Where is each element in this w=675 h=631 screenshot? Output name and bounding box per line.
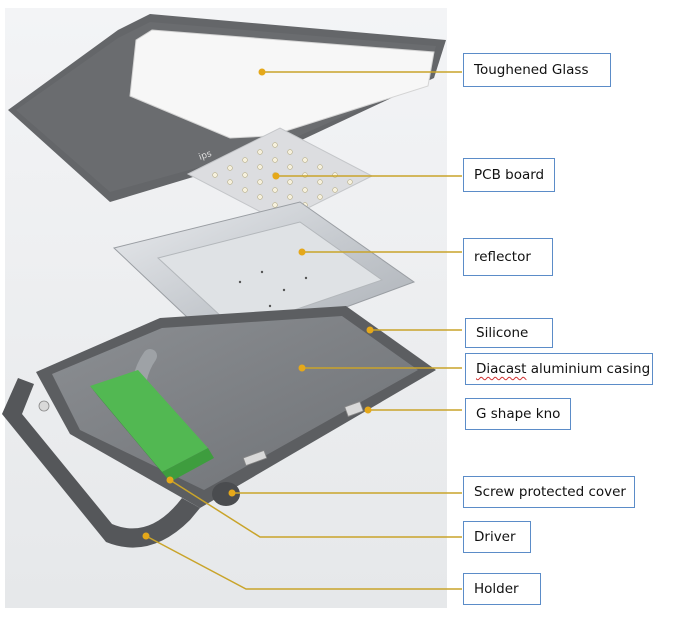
label-g-shape-knob-text: G shape kno xyxy=(476,406,561,422)
label-holder-text: Holder xyxy=(474,581,519,597)
label-silicone-text: Silicone xyxy=(476,325,529,341)
reflector-holes xyxy=(238,270,308,308)
misspelled-word: Diacast xyxy=(476,361,527,377)
label-reflector: reflector xyxy=(463,238,553,276)
label-g-shape-knob: G shape kno xyxy=(465,398,571,430)
label-casing-text: Diacast aluminium casing xyxy=(476,361,651,377)
leader-lines xyxy=(145,71,462,590)
label-pcb-board: PCB board xyxy=(463,158,555,192)
label-screw-cover: Screw protected cover xyxy=(463,476,635,508)
label-driver: Driver xyxy=(463,521,531,553)
brand-mark: ips xyxy=(198,149,214,163)
g-shape-knob-part xyxy=(344,401,364,417)
toughened-glass-part: ips xyxy=(8,14,446,202)
label-holder: Holder xyxy=(463,573,541,605)
label-casing: Diacast aluminium casing xyxy=(465,353,653,385)
label-pcb-board-text: PCB board xyxy=(474,167,545,183)
reflector-part xyxy=(112,201,416,353)
label-toughened-glass: Toughened Glass xyxy=(463,53,611,87)
led-array xyxy=(212,142,353,215)
label-reflector-text: reflector xyxy=(474,249,531,265)
label-silicone: Silicone xyxy=(465,318,553,348)
label-screw-cover-text: Screw protected cover xyxy=(474,484,626,500)
screw-cover-part xyxy=(212,482,240,506)
holder-part xyxy=(2,378,240,548)
driver-part xyxy=(90,370,214,482)
label-driver-text: Driver xyxy=(474,529,516,545)
leader-dots xyxy=(142,68,374,540)
label-toughened-glass-text: Toughened Glass xyxy=(474,62,589,78)
